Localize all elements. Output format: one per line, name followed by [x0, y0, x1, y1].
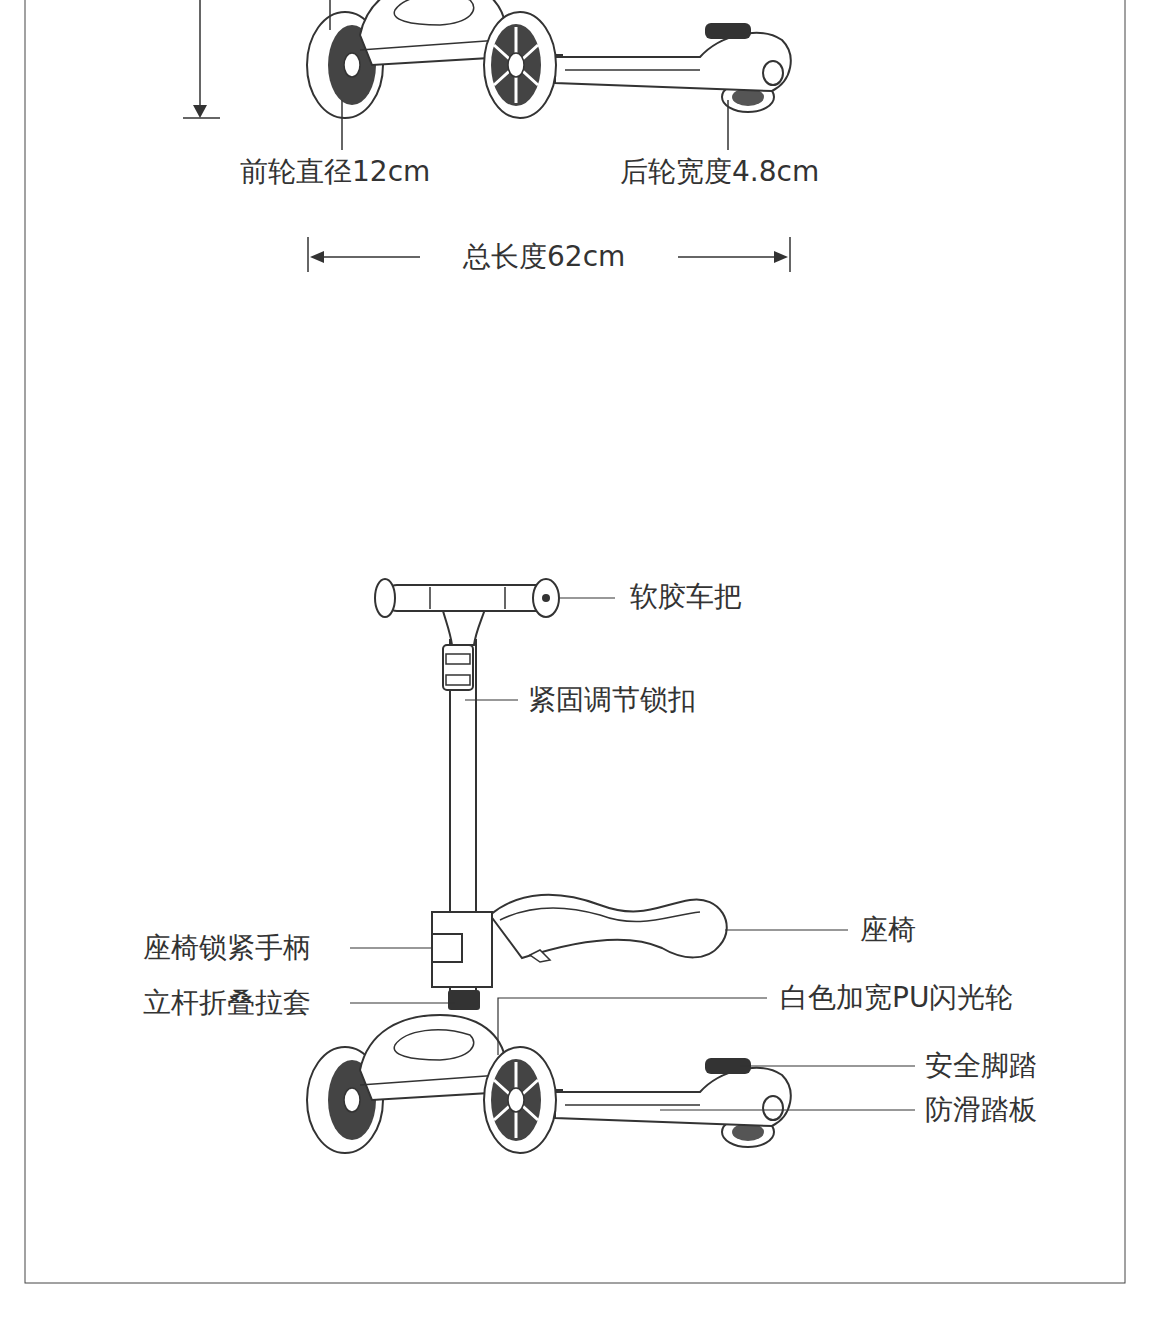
- part-label: 座椅: [860, 913, 916, 947]
- part-label: 防滑踏板: [925, 1093, 1037, 1127]
- part-label: 白色加宽PU闪光轮: [780, 981, 1013, 1015]
- dimension-label: 后轮宽度4.8cm: [620, 155, 819, 189]
- dimension-label: 总长度62cm: [463, 240, 625, 274]
- part-label: 软胶车把: [630, 580, 742, 614]
- leader-lines: [350, 598, 915, 1110]
- scooter-bottom: [307, 1015, 791, 1153]
- dimension-label: 前轮直径12cm: [240, 155, 430, 189]
- part-label: 立杆折叠拉套: [143, 986, 311, 1020]
- part-label: 紧固调节锁扣: [528, 683, 696, 717]
- frame-border: [25, 0, 1125, 1283]
- scooter-top: [307, 0, 791, 118]
- part-label: 座椅锁紧手柄: [143, 931, 311, 965]
- part-label: 安全脚踏: [925, 1049, 1037, 1083]
